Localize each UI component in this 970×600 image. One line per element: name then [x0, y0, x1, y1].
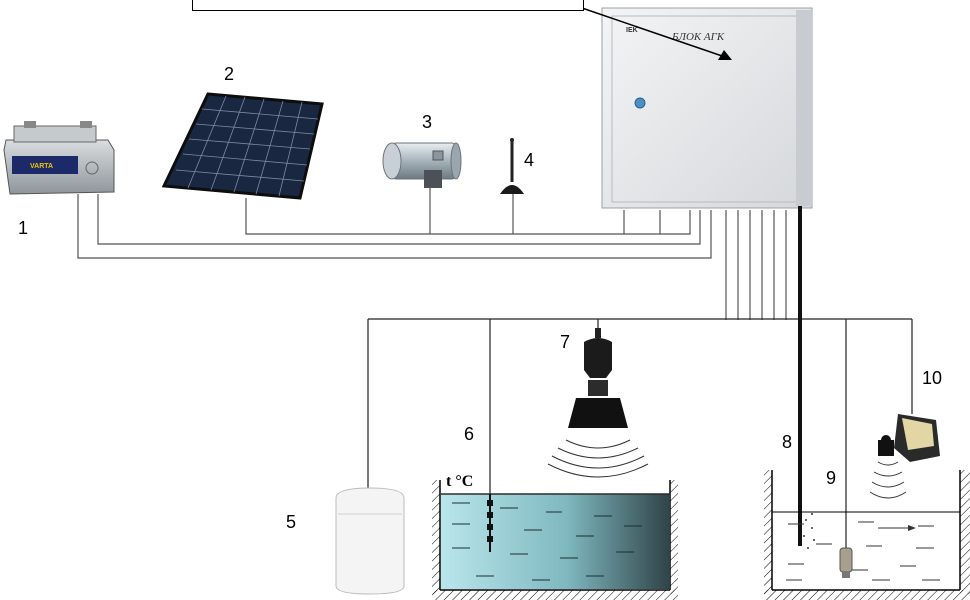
battery-brand: VARTA	[30, 163, 53, 170]
control-box: IEK БЛОК АГК	[601, 7, 813, 209]
label-5: 5	[286, 512, 297, 532]
box-lock-icon	[634, 97, 646, 109]
label-4: 4	[524, 150, 535, 170]
control-box-brand: IEK	[626, 27, 638, 34]
label-10: 10	[922, 368, 943, 388]
label-2: 2	[224, 64, 235, 84]
label-6: 6	[464, 424, 475, 444]
pressure-sensor	[839, 547, 853, 578]
label-8: 8	[782, 432, 793, 452]
ultrasonic-sensor	[878, 414, 940, 462]
water-tank-left: t °C	[432, 473, 678, 600]
solar-panel	[161, 92, 324, 200]
antenna-icon	[500, 138, 524, 194]
ultrasonic-waves	[869, 461, 907, 499]
label-7: 7	[560, 332, 571, 352]
label-9: 9	[826, 468, 837, 488]
cylinder-sensor	[382, 142, 462, 188]
white-container	[335, 487, 405, 595]
radar-level-sensor	[568, 328, 628, 428]
callout-arrow	[581, 7, 732, 60]
battery: VARTA	[3, 121, 115, 195]
wiring-top	[77, 188, 712, 259]
label-3: 3	[422, 112, 433, 132]
wiring-bottom	[367, 210, 913, 548]
temperature-label: t °C	[446, 473, 473, 490]
callout-box	[192, 0, 584, 11]
control-box-title: БЛОК АГК	[671, 31, 725, 43]
bubbles	[803, 513, 815, 549]
water-channel-right	[764, 470, 970, 600]
temperature-probe	[487, 494, 493, 552]
label-1: 1	[18, 218, 29, 238]
radar-waves	[547, 439, 649, 478]
